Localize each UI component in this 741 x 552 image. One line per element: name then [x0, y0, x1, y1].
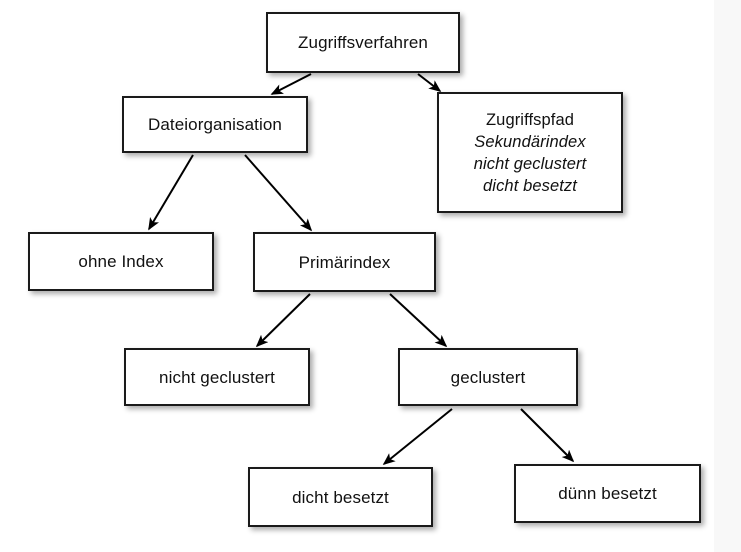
node-zugriffspfad[interactable]: Zugriffspfad Sekundärindex nicht geclust…: [437, 92, 623, 213]
edge-primaerindex-to-nicht-geclustert: [255, 293, 311, 348]
node-label-duenn-besetzt: dünn besetzt: [558, 484, 657, 503]
edge-geclustert-to-duenn-besetzt: [520, 408, 575, 463]
node-label-zugriffspfad-line-4: dicht besetzt: [483, 176, 577, 195]
edge-zugriffsverfahren-to-zugriffspfad: [417, 73, 442, 92]
node-zugriffsverfahren[interactable]: Zugriffsverfahren: [266, 12, 460, 73]
node-dateiorganisation[interactable]: Dateiorganisation: [122, 96, 308, 153]
node-label-zugriffspfad-line-3: nicht geclustert: [473, 154, 587, 173]
node-label-zugriffspfad-line-1: Zugriffspfad: [485, 110, 575, 129]
page-right-margin-strip: [714, 0, 741, 552]
node-label-geclustert: geclustert: [450, 367, 526, 387]
edge-zugriffsverfahren-to-dateiorganisation: [270, 73, 312, 95]
node-duenn-besetzt[interactable]: dünn besetzt: [514, 464, 701, 523]
node-geclustert[interactable]: geclustert: [398, 348, 578, 406]
edge-dateiorganisation-to-primaerindex: [244, 154, 313, 232]
node-label-primaerindex: Primärindex: [298, 252, 391, 272]
node-ohne-index[interactable]: ohne Index: [28, 232, 214, 291]
node-label-zugriffsverfahren: Zugriffsverfahren: [298, 33, 428, 52]
node-label-ohne-index: ohne Index: [78, 252, 164, 271]
edge-primaerindex-to-geclustert: [389, 293, 448, 348]
edge-dateiorganisation-to-ohne-index: [148, 154, 194, 231]
node-label-dicht-besetzt: dicht besetzt: [292, 487, 389, 507]
node-label-zugriffspfad-line-2: Sekundärindex: [474, 132, 586, 151]
node-label-dateiorganisation: Dateiorganisation: [147, 115, 282, 134]
node-nicht-geclustert[interactable]: nicht geclustert: [124, 348, 310, 406]
node-primaerindex[interactable]: Primärindex: [253, 232, 436, 292]
edge-geclustert-to-dicht-besetzt: [382, 408, 453, 466]
node-dicht-besetzt[interactable]: dicht besetzt: [248, 467, 433, 527]
node-label-nicht-geclustert: nicht geclustert: [159, 367, 275, 387]
